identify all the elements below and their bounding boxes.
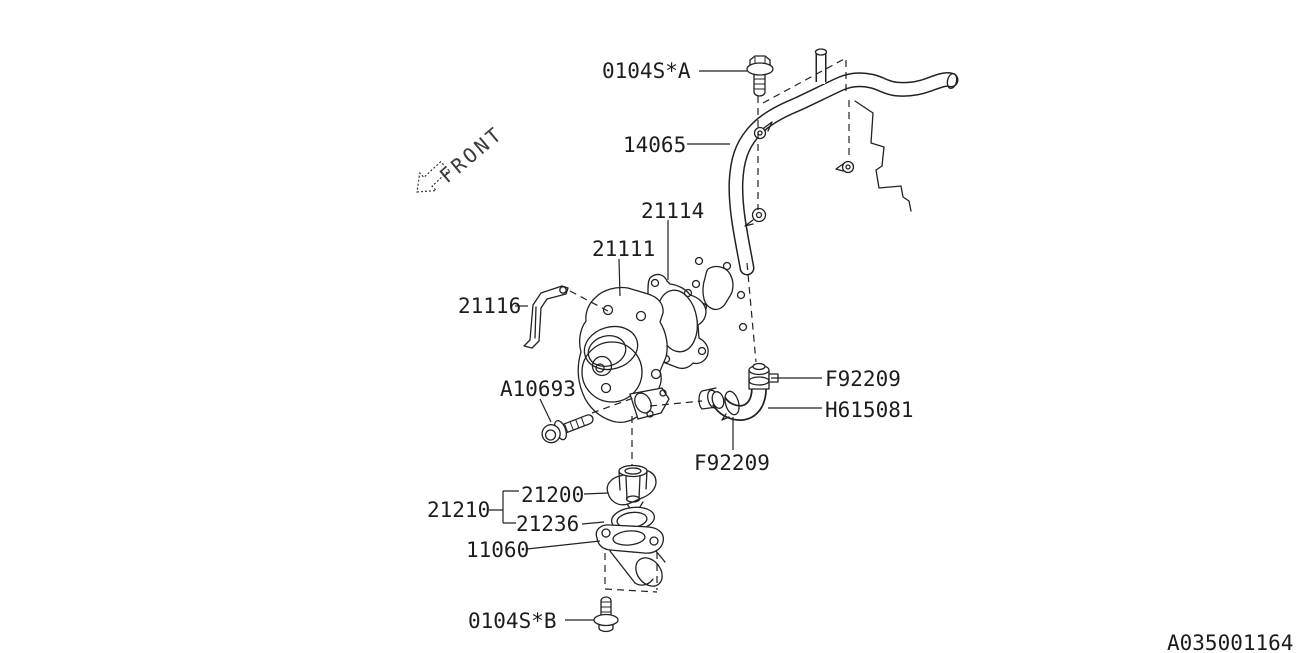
label-bolt-b[interactable]: 0104S*B xyxy=(468,609,557,633)
label-water-pump[interactable]: 21111 xyxy=(592,237,655,261)
water-pump-drawing xyxy=(577,286,670,424)
drawing-id: A035001164 xyxy=(1167,631,1293,653)
pump-outlet-flange xyxy=(629,387,670,420)
label-bracket[interactable]: 21116 xyxy=(458,294,521,318)
bolt-a-drawing xyxy=(746,55,774,97)
label-elbow-hose[interactable]: H615081 xyxy=(825,398,914,422)
hose-grommet xyxy=(753,121,773,140)
elbow-open-end xyxy=(711,391,725,409)
front-label: FRONT xyxy=(435,121,508,188)
label-clamp-upper[interactable]: F92209 xyxy=(825,367,901,391)
front-arrow-icon xyxy=(416,160,450,193)
label-thermostat-case[interactable]: 11060 xyxy=(466,538,529,562)
hose-clip-right xyxy=(835,160,855,174)
bracket-drawing xyxy=(523,285,569,349)
label-pump-bolt[interactable]: A10693 xyxy=(500,377,576,401)
leader-lines xyxy=(489,70,822,621)
clamp-upper-drawing xyxy=(748,362,779,390)
assembly-bracket-lines xyxy=(489,490,519,524)
label-bolt-a[interactable]: 0104S*A xyxy=(602,59,691,83)
clamp-lower-drawing xyxy=(724,390,740,416)
thermostat-drawing xyxy=(606,464,657,519)
label-thermostat[interactable]: 21200 xyxy=(521,483,584,507)
label-thermostat-gasket[interactable]: 21236 xyxy=(516,512,579,536)
front-indicator: FRONT xyxy=(416,121,508,193)
label-hose[interactable]: 14065 xyxy=(623,133,686,157)
bolt-b-drawing xyxy=(593,596,619,633)
hose-clip-left xyxy=(744,207,767,227)
engine-outline xyxy=(691,100,912,332)
construction-lines xyxy=(569,57,850,593)
label-thermostat-assembly[interactable]: 21210 xyxy=(427,498,490,522)
elbow-hose-drawing xyxy=(698,362,779,422)
pump-bolt-drawing xyxy=(541,414,594,444)
part-labels: 0104S*A 14065 21114 21111 21116 A10693 F… xyxy=(427,59,914,633)
label-clamp-lower[interactable]: F92209 xyxy=(694,451,770,475)
hose-drawing xyxy=(728,48,959,276)
label-gasket[interactable]: 21114 xyxy=(641,199,704,223)
